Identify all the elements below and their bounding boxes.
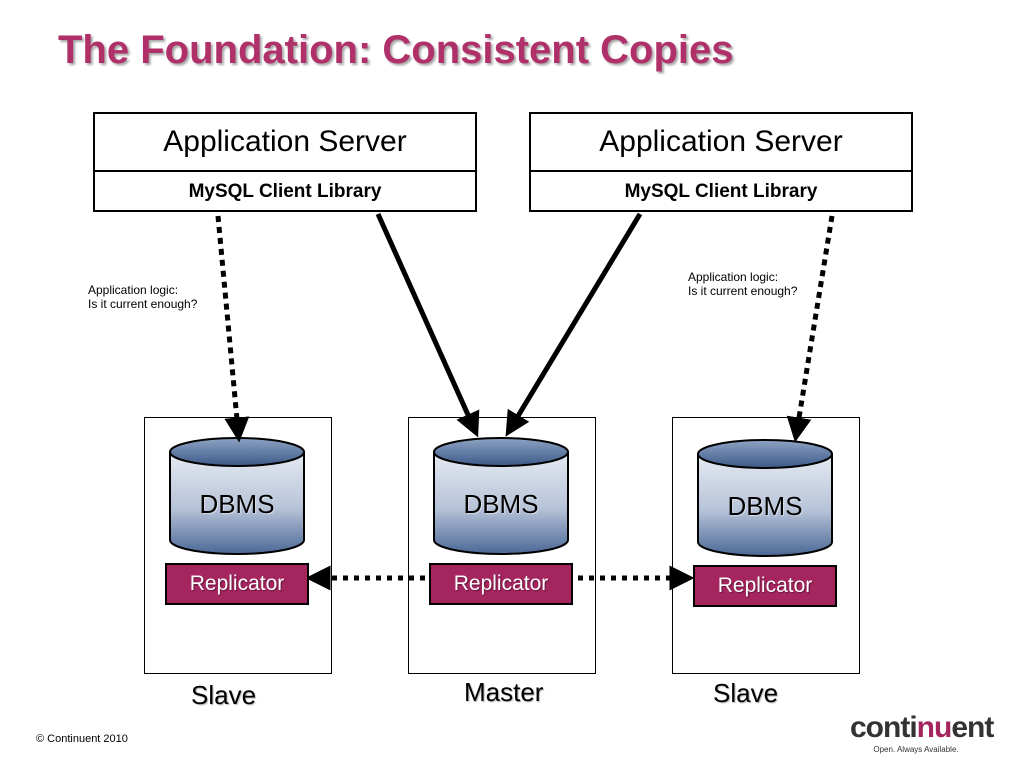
dotted-arrow-to-left-slave <box>215 215 250 443</box>
role-label-master: Master <box>464 677 544 707</box>
app-server-right: Application Server MySQL Client Library <box>529 112 913 212</box>
dbms-cylinder-master <box>433 437 569 555</box>
continuent-logo: continuent Open. Always Available. <box>850 711 994 755</box>
note-line: Application logic: <box>88 283 179 297</box>
replicator-slave-right: Replicator <box>693 565 837 607</box>
note-line: Is it current enough? <box>688 284 798 298</box>
role-label-slave-right: Slave <box>713 678 779 708</box>
logo-tagline: Open. Always Available. <box>873 745 959 754</box>
client-library-label: MySQL Client Library <box>188 181 382 202</box>
note-line: Is it current enough? <box>88 297 198 311</box>
app-server-title: Application Server <box>531 114 911 172</box>
dbms-label-slave-right: DBMS <box>727 491 803 521</box>
app-logic-note-right: Application logic: Is it current enough? <box>688 270 797 298</box>
dbms-label-master: DBMS <box>463 489 539 519</box>
role-label-slave-left: Slave <box>191 680 257 710</box>
replicator-master: Replicator <box>429 563 573 605</box>
app-server-title: Application Server <box>95 114 475 172</box>
replicator-slave-left: Replicator <box>165 563 309 605</box>
client-library-label: MySQL Client Library <box>624 181 818 202</box>
slide-title: The Foundation: Consistent Copies <box>58 28 734 72</box>
dotted-arrow-to-right-slave <box>786 215 835 443</box>
dbms-cylinder-slave-right <box>697 439 833 557</box>
copyright-footer: © Continuent 2010 <box>36 733 128 745</box>
dbms-label-slave-left: DBMS <box>199 489 275 519</box>
solid-arrow-left-to-master <box>375 212 480 438</box>
app-server-left: Application Server MySQL Client Library <box>93 112 477 212</box>
solid-arrow-right-to-master <box>505 212 643 437</box>
note-line: Application logic: <box>688 270 779 284</box>
dbms-cylinder-slave-left <box>169 437 305 555</box>
app-logic-note-left: Application logic: Is it current enough? <box>88 283 197 311</box>
logo-wordmark: continuent <box>850 711 994 744</box>
